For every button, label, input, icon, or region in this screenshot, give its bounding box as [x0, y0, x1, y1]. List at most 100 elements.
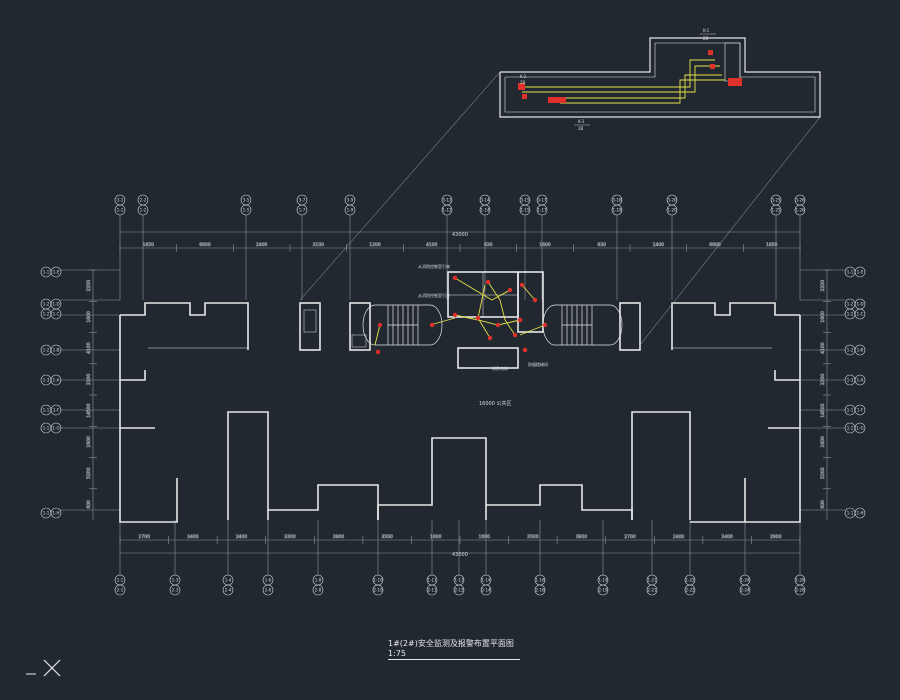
- total-dimension-bottom: 43000: [452, 552, 468, 558]
- axis-bubble: 3-261-26: [794, 194, 806, 216]
- alarm-device-marker: [517, 317, 523, 323]
- detail-mid-tag: K-2: [520, 74, 527, 79]
- svg-text:1-G: 1-G: [52, 426, 59, 431]
- axis-bubble: 1-32-3: [169, 574, 181, 596]
- svg-text:1-1: 1-1: [847, 408, 854, 413]
- alarm-device-marker: [375, 349, 381, 355]
- svg-text:1-2: 1-2: [847, 348, 854, 353]
- svg-text:3-15: 3-15: [520, 198, 530, 203]
- ucs-axes-icon: [26, 659, 61, 677]
- svg-text:1-B: 1-B: [857, 348, 864, 353]
- axis-bubble: 3-141-14: [479, 194, 491, 216]
- axis-bubble-layer: 3-11-12-21-23-51-53-71-73-91-93-121-123-…: [40, 194, 866, 596]
- axis-bubble: 1-62-6: [262, 574, 274, 596]
- svg-text:1-26: 1-26: [795, 208, 805, 213]
- left-dimension: 5200: [86, 467, 92, 479]
- top-dimension: 2400: [256, 242, 268, 248]
- alarm-wiring: [374, 277, 546, 346]
- svg-text:3-18: 3-18: [612, 198, 622, 203]
- svg-text:1-2: 1-2: [847, 312, 854, 317]
- svg-text:1-1: 1-1: [43, 270, 50, 275]
- svg-text:1-C: 1-C: [857, 312, 864, 317]
- alarm-device-marker: [519, 282, 525, 288]
- interior-partitions: [148, 272, 772, 349]
- svg-text:1-B: 1-B: [53, 348, 60, 353]
- axis-bubble: 1-24 2-24: [739, 574, 751, 596]
- right-dimension: 2300: [820, 374, 826, 386]
- svg-text:1-F: 1-F: [53, 408, 60, 413]
- axis-bubble: 1-222-22: [684, 574, 696, 596]
- svg-text:1-7: 1-7: [299, 208, 306, 213]
- alarm-device-marker: [452, 275, 458, 281]
- axis-bubble: 3-121-12: [441, 194, 453, 216]
- top-dimension: 6600: [709, 242, 721, 248]
- bottom-dimension: 3900: [333, 534, 345, 540]
- alarm-device-marker: [522, 347, 528, 353]
- svg-text:1-4: 1-4: [225, 578, 232, 583]
- axis-bubble: 1-19 2-19: [597, 574, 609, 596]
- detail-wiring: [522, 59, 725, 104]
- svg-text:1-H: 1-H: [53, 511, 60, 516]
- alarm-device-marker: [495, 322, 501, 328]
- svg-text:3-12: 3-12: [442, 198, 452, 203]
- svg-text:1-1: 1-1: [847, 511, 854, 516]
- svg-text:1-A: 1-A: [53, 378, 60, 383]
- svg-text:1-3: 1-3: [172, 578, 179, 583]
- svg-text:2-19: 2-19: [598, 588, 608, 593]
- svg-text:2-26: 2-26: [795, 588, 805, 593]
- axis-bubble: 1-132-13: [453, 574, 465, 596]
- top-dimension: 1200: [369, 242, 381, 248]
- right-dimension: 1600: [820, 311, 826, 323]
- svg-text:1-C: 1-C: [53, 312, 60, 317]
- svg-text:1-1: 1-1: [847, 270, 854, 275]
- bottom-dimension: 3400: [721, 534, 733, 540]
- right-dimension: 600: [820, 500, 826, 509]
- svg-text:1-2: 1-2: [43, 302, 50, 307]
- bottom-dimension: 1600: [479, 534, 491, 540]
- svg-text:2-21: 2-21: [647, 588, 657, 593]
- svg-text:2-24: 2-24: [740, 588, 750, 593]
- top-dimension: 630: [597, 242, 606, 248]
- right-dimension: 2200: [820, 280, 826, 292]
- alarm-device-marker: [532, 297, 538, 303]
- bottom-dimension: 1600: [430, 534, 442, 540]
- svg-text:1-24: 1-24: [740, 578, 750, 583]
- svg-text:2-2: 2-2: [140, 198, 147, 203]
- svg-text:2-10: 2-10: [373, 588, 383, 593]
- svg-text:3-5: 3-5: [243, 198, 250, 203]
- svg-text:1-15: 1-15: [520, 208, 530, 213]
- axis-bubble: 3-171-17: [536, 194, 548, 216]
- svg-text:1-20: 1-20: [667, 208, 677, 213]
- left-dimension: 2300: [86, 374, 92, 386]
- bottom-dimension: 3400: [187, 534, 199, 540]
- top-dimension: 6600: [199, 242, 211, 248]
- svg-text:1-A: 1-A: [857, 378, 864, 383]
- axis-bubble: 3-20 1-20: [666, 194, 678, 216]
- alarm-device-marker: [485, 279, 491, 285]
- detail-tags: K-1 2B K-2 2B K-3 2B: [520, 28, 716, 131]
- svg-text:1-1: 1-1: [117, 578, 124, 583]
- svg-text:1-16: 1-16: [535, 578, 545, 583]
- axis-bubble: 1-212-21: [646, 574, 658, 596]
- axis-bubble: 3-91-9: [344, 194, 356, 216]
- svg-text:1-3: 1-3: [847, 378, 854, 383]
- svg-text:3-20: 3-20: [667, 198, 677, 203]
- bottom-dimension: 3500: [381, 534, 393, 540]
- left-dimension: 2200: [86, 280, 92, 292]
- alarm-device-marker: [507, 287, 513, 293]
- svg-text:1-19: 1-19: [598, 578, 608, 583]
- svg-text:3-7: 3-7: [299, 198, 306, 203]
- svg-text:1-8: 1-8: [315, 578, 322, 583]
- svg-text:1-1: 1-1: [43, 426, 50, 431]
- axis-bubble: 1-102-10: [372, 574, 384, 596]
- svg-text:1-1: 1-1: [847, 426, 854, 431]
